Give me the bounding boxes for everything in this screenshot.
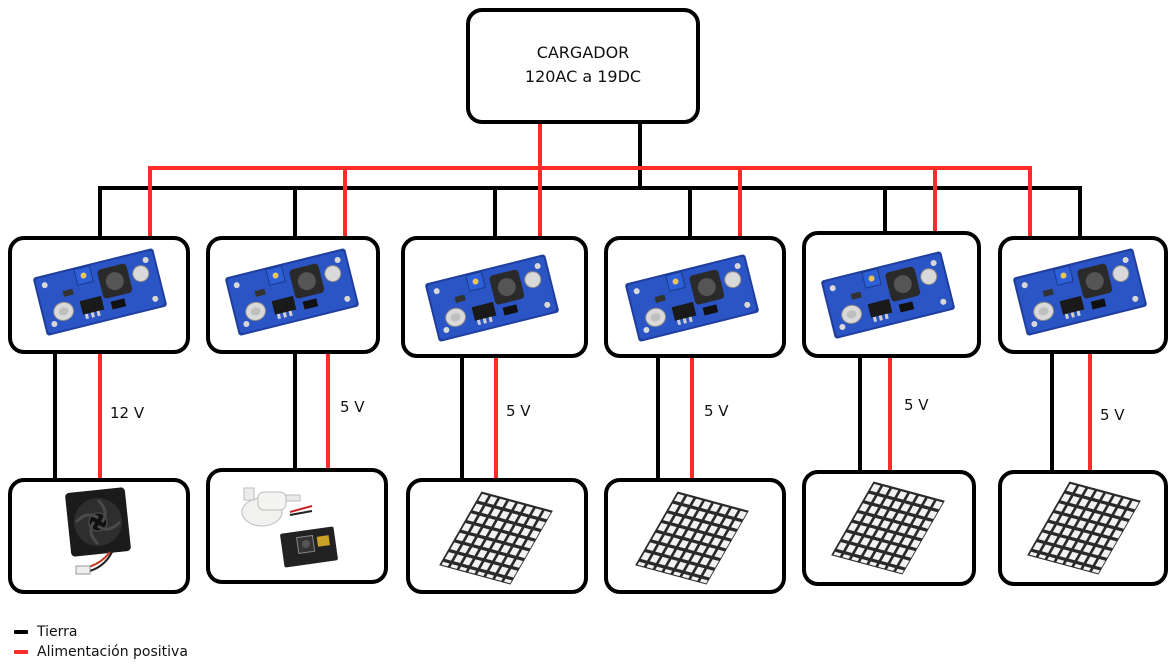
load-box-pump-board [206, 468, 388, 584]
positive-wires [98, 120, 1092, 482]
water-pump-icon [241, 487, 313, 527]
load-box-matrix-3 [802, 470, 976, 586]
converter-box-4 [604, 236, 786, 358]
converter-box-6 [998, 236, 1168, 354]
converter-box-5 [802, 231, 981, 358]
converter-box-3 [401, 236, 588, 358]
power-distribution-diagram: CARGADOR 120AC a 19DC 12 V 5 V 5 V 5 V 5… [8, 8, 1168, 594]
legend-item-ground: Tierra [14, 622, 188, 642]
converter-box-2 [206, 236, 380, 354]
voltage-label-2: 5 V [340, 398, 365, 416]
charger-rating: 120AC a 19DC [525, 67, 641, 86]
voltage-label-6: 5 V [1100, 406, 1125, 424]
load-box-matrix-4 [998, 470, 1168, 586]
charger-title: CARGADOR [537, 43, 630, 62]
voltage-label-5: 5 V [904, 396, 929, 414]
load-box-fan [8, 478, 190, 594]
load-box-matrix-2 [604, 478, 786, 594]
legend-label-positive: Alimentación positiva [37, 644, 188, 660]
ground-swatch [14, 630, 28, 634]
cooling-fan-icon [65, 487, 131, 575]
positive-swatch [14, 650, 28, 654]
ground-wires [53, 120, 1082, 482]
voltage-label-3: 5 V [506, 402, 531, 420]
load-box-matrix-1 [406, 478, 588, 594]
camera-board-icon [280, 526, 338, 568]
voltage-label-4: 5 V [704, 402, 729, 420]
voltage-label-1: 12 V [110, 404, 145, 422]
charger-node: CARGADOR 120AC a 19DC [466, 8, 700, 124]
legend-label-ground: Tierra [37, 624, 78, 640]
legend-item-positive: Alimentación positiva [14, 642, 188, 662]
legend: Tierra Alimentación positiva [14, 622, 188, 662]
converter-box-1 [8, 236, 190, 354]
